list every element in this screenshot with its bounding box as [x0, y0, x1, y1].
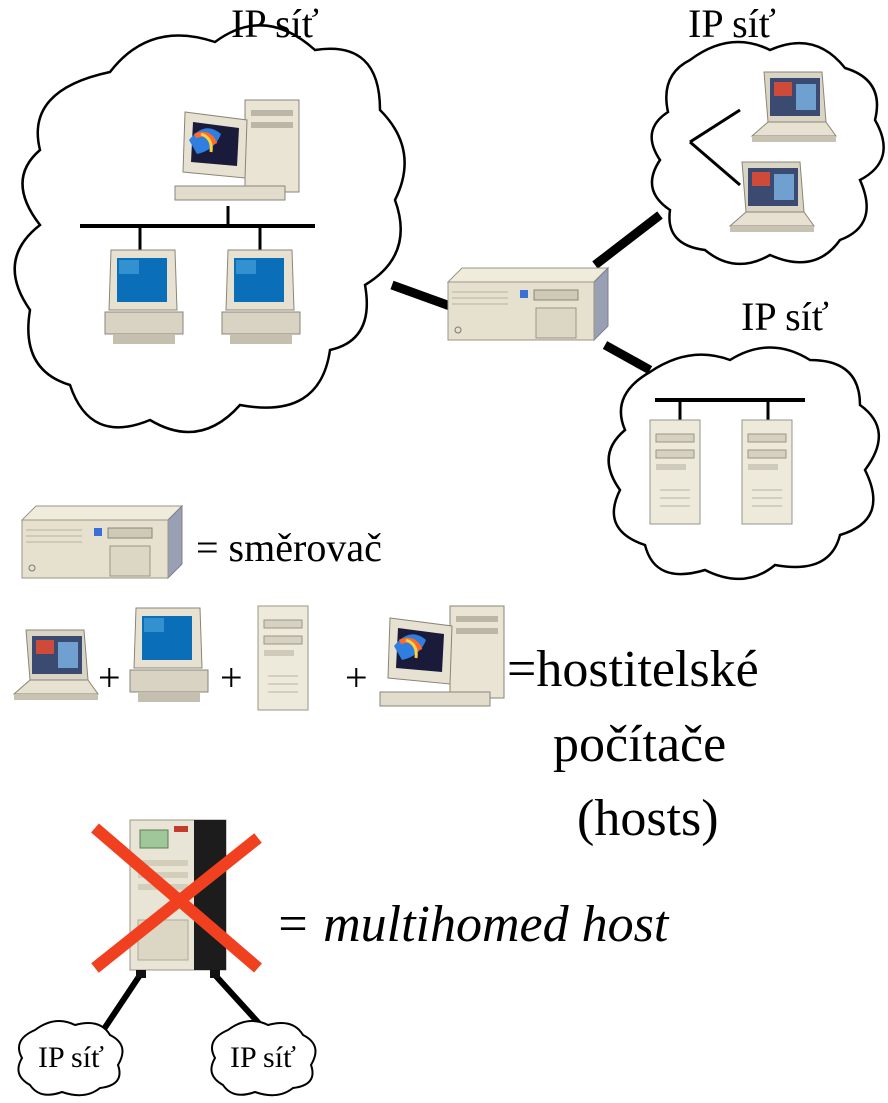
tower-server-icon [649, 419, 701, 525]
link-router-top-right [592, 211, 663, 269]
cloud-bottom-left [17, 1020, 124, 1097]
legend-plus: + [98, 655, 121, 700]
router-icon [447, 267, 609, 341]
legend-hosts-line1: =hostitelské [507, 641, 759, 698]
legend-desktop-icon [129, 607, 209, 703]
link-left-router [390, 280, 452, 311]
legend-hosts-line2: počítače [553, 716, 727, 773]
laptop-link-lower [689, 140, 741, 187]
legend-router-text: = směrovač [196, 525, 382, 570]
legend-workstation-icon [380, 606, 504, 706]
network-label-bottom-right: IP síť [230, 1041, 296, 1074]
network-label-top-left: IP síť [231, 1, 319, 46]
network-label-right: IP síť [741, 294, 829, 339]
legend-plus: + [220, 655, 243, 700]
desktop-computer-icon [104, 249, 184, 345]
laptop-link-upper [689, 108, 741, 144]
legend-laptop-icon [13, 629, 99, 701]
network-label-top-right: IP síť [688, 1, 776, 46]
cloud-top-left [13, 24, 406, 434]
cloud-top-right [650, 40, 885, 266]
legend-hosts-line3: (hosts) [577, 790, 719, 847]
legend-router-icon [21, 505, 183, 579]
legend-multihomed-text: = multihomed host [275, 896, 669, 953]
cross-stroke-b [91, 833, 262, 973]
link-router-right [602, 341, 653, 374]
legend-tower-icon [257, 605, 309, 711]
legend-plus: + [345, 655, 368, 700]
link-multihomed-left [97, 973, 143, 1037]
cloud-bottom-right [210, 1020, 317, 1097]
desktop-computer-icon [221, 249, 301, 345]
network-label-bottom-left: IP síť [38, 1041, 104, 1074]
tower-server-icon [741, 419, 793, 525]
